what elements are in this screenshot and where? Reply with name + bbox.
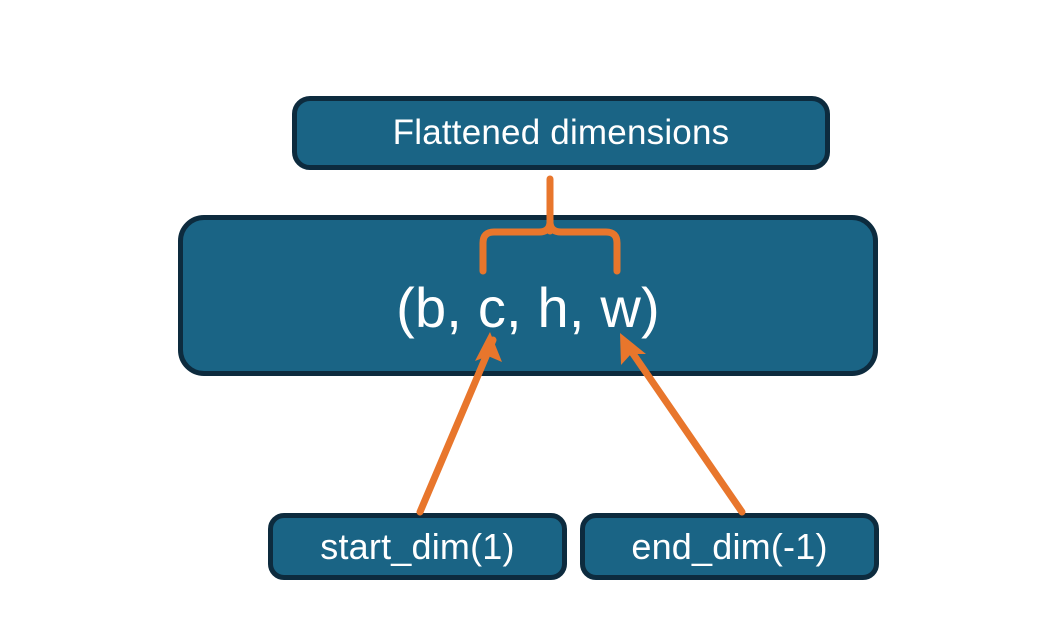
node-end-dim-label: end_dim(-1) — [631, 525, 828, 567]
node-end-dim: end_dim(-1) — [580, 513, 879, 580]
node-start-dim: start_dim(1) — [268, 513, 567, 580]
node-tensor-shape-label: (b, c, h, w) — [396, 276, 660, 339]
node-flattened-dimensions-label: Flattened dimensions — [392, 113, 730, 152]
node-tensor-shape: (b, c, h, w) — [178, 215, 878, 376]
node-flattened-dimensions: Flattened dimensions — [292, 96, 830, 170]
node-start-dim-label: start_dim(1) — [320, 525, 515, 567]
